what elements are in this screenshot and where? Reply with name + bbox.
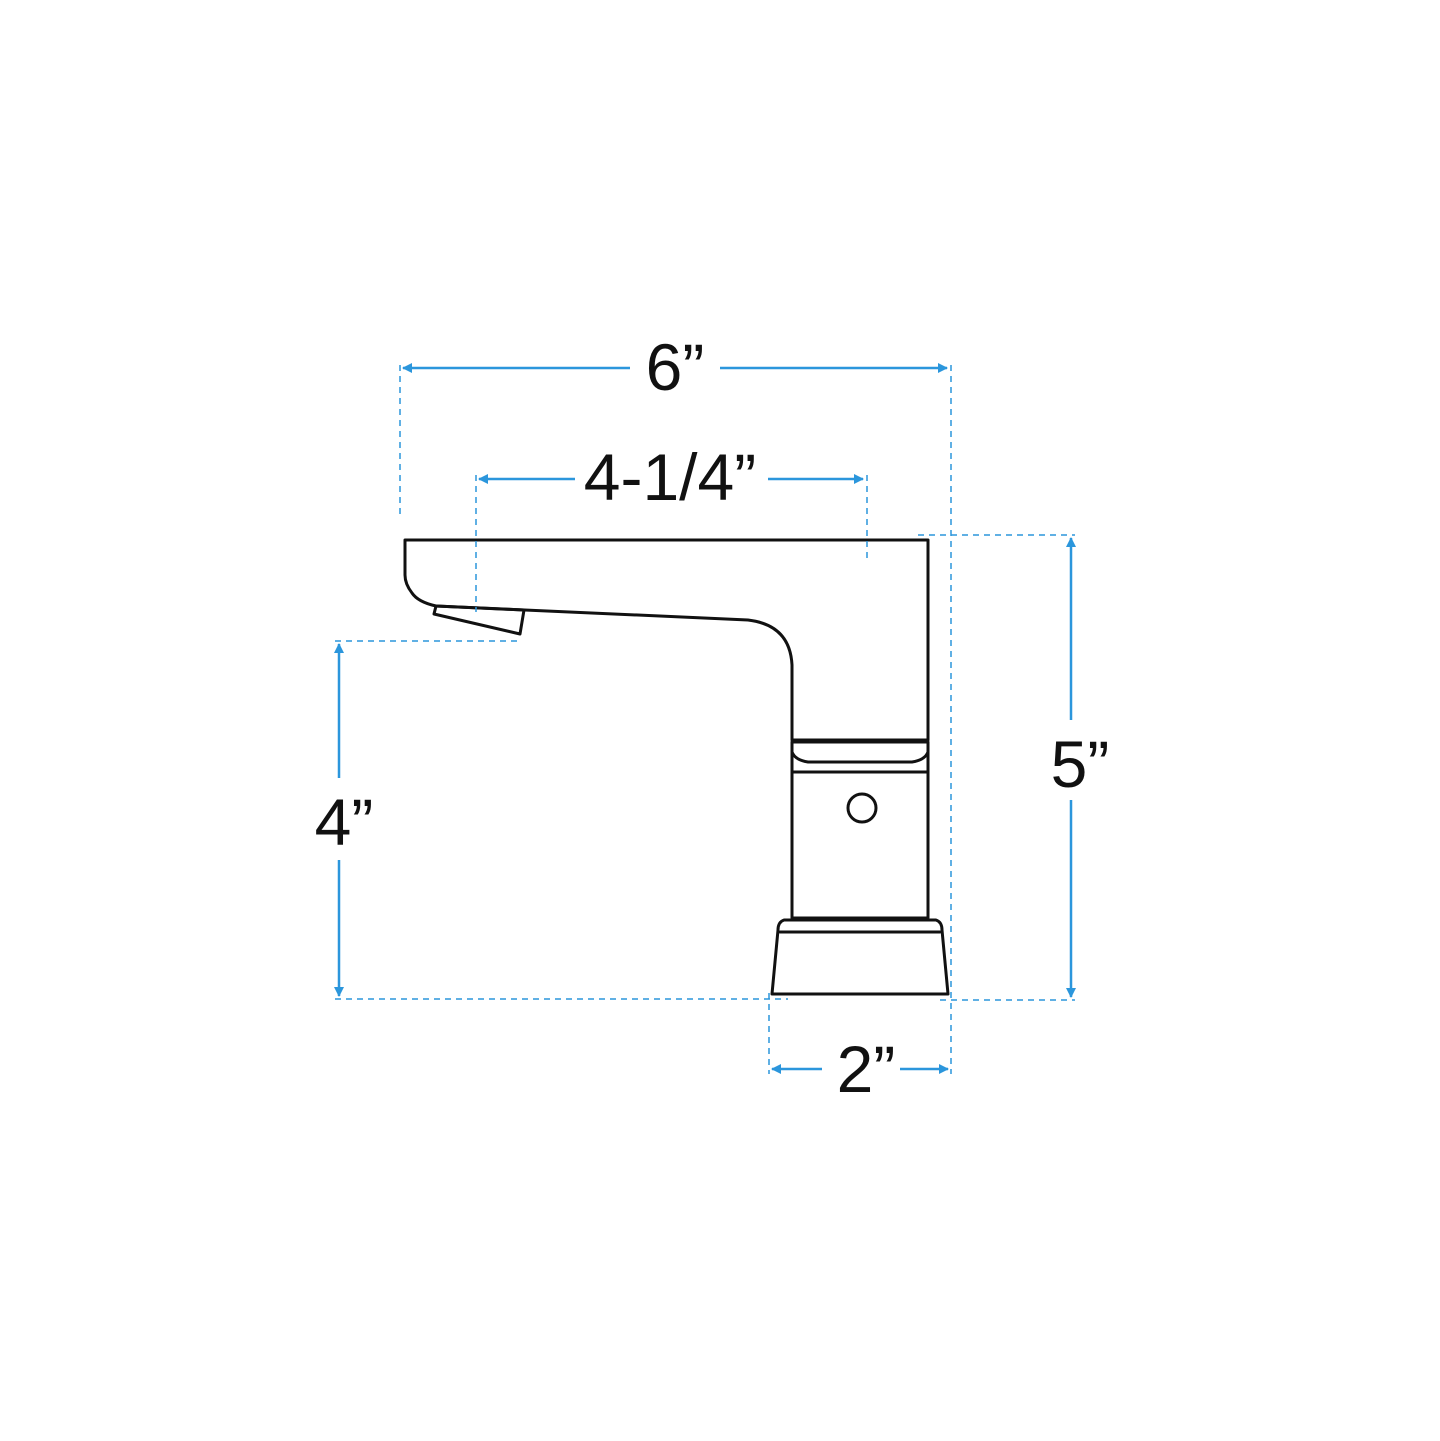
label-spout-height: 4” bbox=[315, 785, 374, 859]
faucet-outline bbox=[403, 538, 950, 996]
faucet-handle-bevel bbox=[790, 750, 930, 764]
faucet-aerator bbox=[432, 604, 526, 636]
label-overall-height: 5” bbox=[1051, 727, 1110, 801]
extension-lines bbox=[335, 365, 1075, 1074]
faucet-spout-body bbox=[403, 538, 930, 742]
label-spout-reach: 4-1/4” bbox=[584, 440, 756, 514]
faucet-handle-collar bbox=[790, 740, 930, 774]
faucet-column bbox=[790, 770, 930, 920]
sensor-icon bbox=[846, 792, 878, 824]
faucet-base bbox=[770, 918, 950, 996]
label-base-width: 2” bbox=[837, 1032, 896, 1106]
dimension-arrows bbox=[334, 363, 1076, 1074]
label-overall-width: 6” bbox=[646, 330, 705, 404]
